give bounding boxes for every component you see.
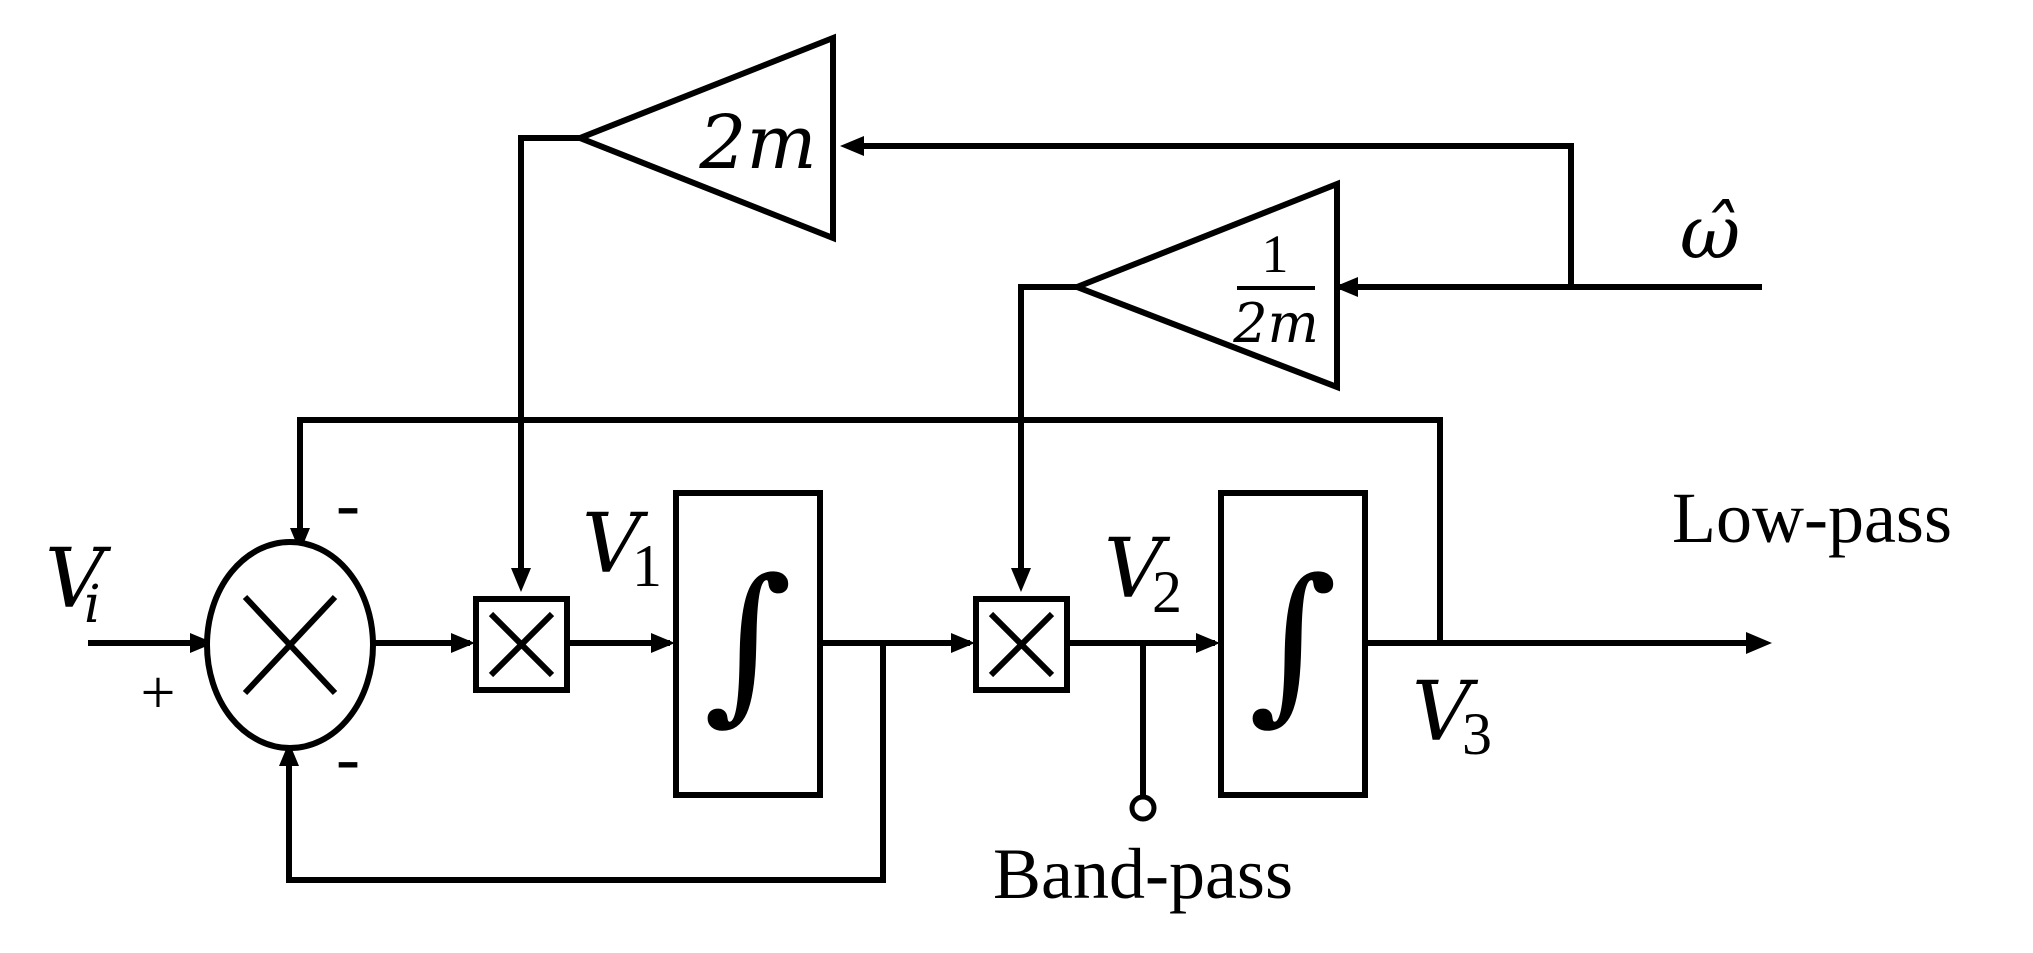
gain-top-output-wire [518,135,580,584]
node-label-v3: V 3 [1412,665,1492,767]
arrow-into-summer-left [190,633,214,653]
arrow-into-integrator1 [651,633,675,653]
input-plus-sign: + [141,659,176,727]
arrow-into-multiplier2 [951,633,975,653]
bandpass-feedback-wire [286,643,886,883]
svg-text:V: V [1412,665,1479,760]
svg-text:1: 1 [632,533,662,599]
svg-text:3: 3 [1462,701,1492,767]
summer-minus-bottom: - [336,718,360,798]
arrow-into-multiplier2-top [1011,568,1031,592]
integrator-2-symbol: ∫ [1249,543,1338,741]
gain-inv-numerator: 1 [1262,224,1289,284]
arrow-into-multiplier1-top [511,568,531,592]
summer-minus-top: - [336,464,360,544]
band-pass-terminal [1129,794,1157,822]
lowpass-feedback-wire [297,417,1443,643]
integrator-2: ∫ [1218,490,1368,798]
arrow-into-gain-top [840,136,864,156]
svg-text:V: V [1104,522,1171,617]
gain-2m-label: 2m [698,100,816,186]
svg-text:V: V [582,497,649,592]
arrow-into-gain-mid [1334,277,1358,297]
node-label-v1: V 1 [582,497,662,599]
arrow-into-multiplier1 [451,633,475,653]
integrator-1: ∫ [673,490,823,798]
omega-to-gain-top-wire [850,143,1574,287]
low-pass-label: Low-pass [1672,478,1952,558]
svg-text:i: i [84,575,101,635]
band-pass-label: Band-pass [993,834,1293,914]
arrow-low-pass-output [1746,632,1772,654]
gain-block-2m: 2m [571,33,836,243]
svg-text:V: V [45,532,112,627]
gain-mid-output-wire [1018,284,1077,584]
multiplier-2 [973,596,1070,693]
node-label-v2: V 2 [1104,522,1182,625]
svg-text:2: 2 [1152,559,1182,625]
integrator-1-symbol: ∫ [704,543,793,741]
arrow-into-summer-bottom [279,742,299,766]
gain-block-inverse-2m: 1 2m [1068,179,1340,392]
summing-junction [204,539,376,751]
multiplier-1 [473,596,570,693]
gain-inv-denominator: 2m [1232,292,1319,355]
input-label-vi: V i [45,532,112,635]
arrow-into-integrator2 [1196,633,1220,653]
omega-hat-label: ω̂ [1680,190,1740,276]
